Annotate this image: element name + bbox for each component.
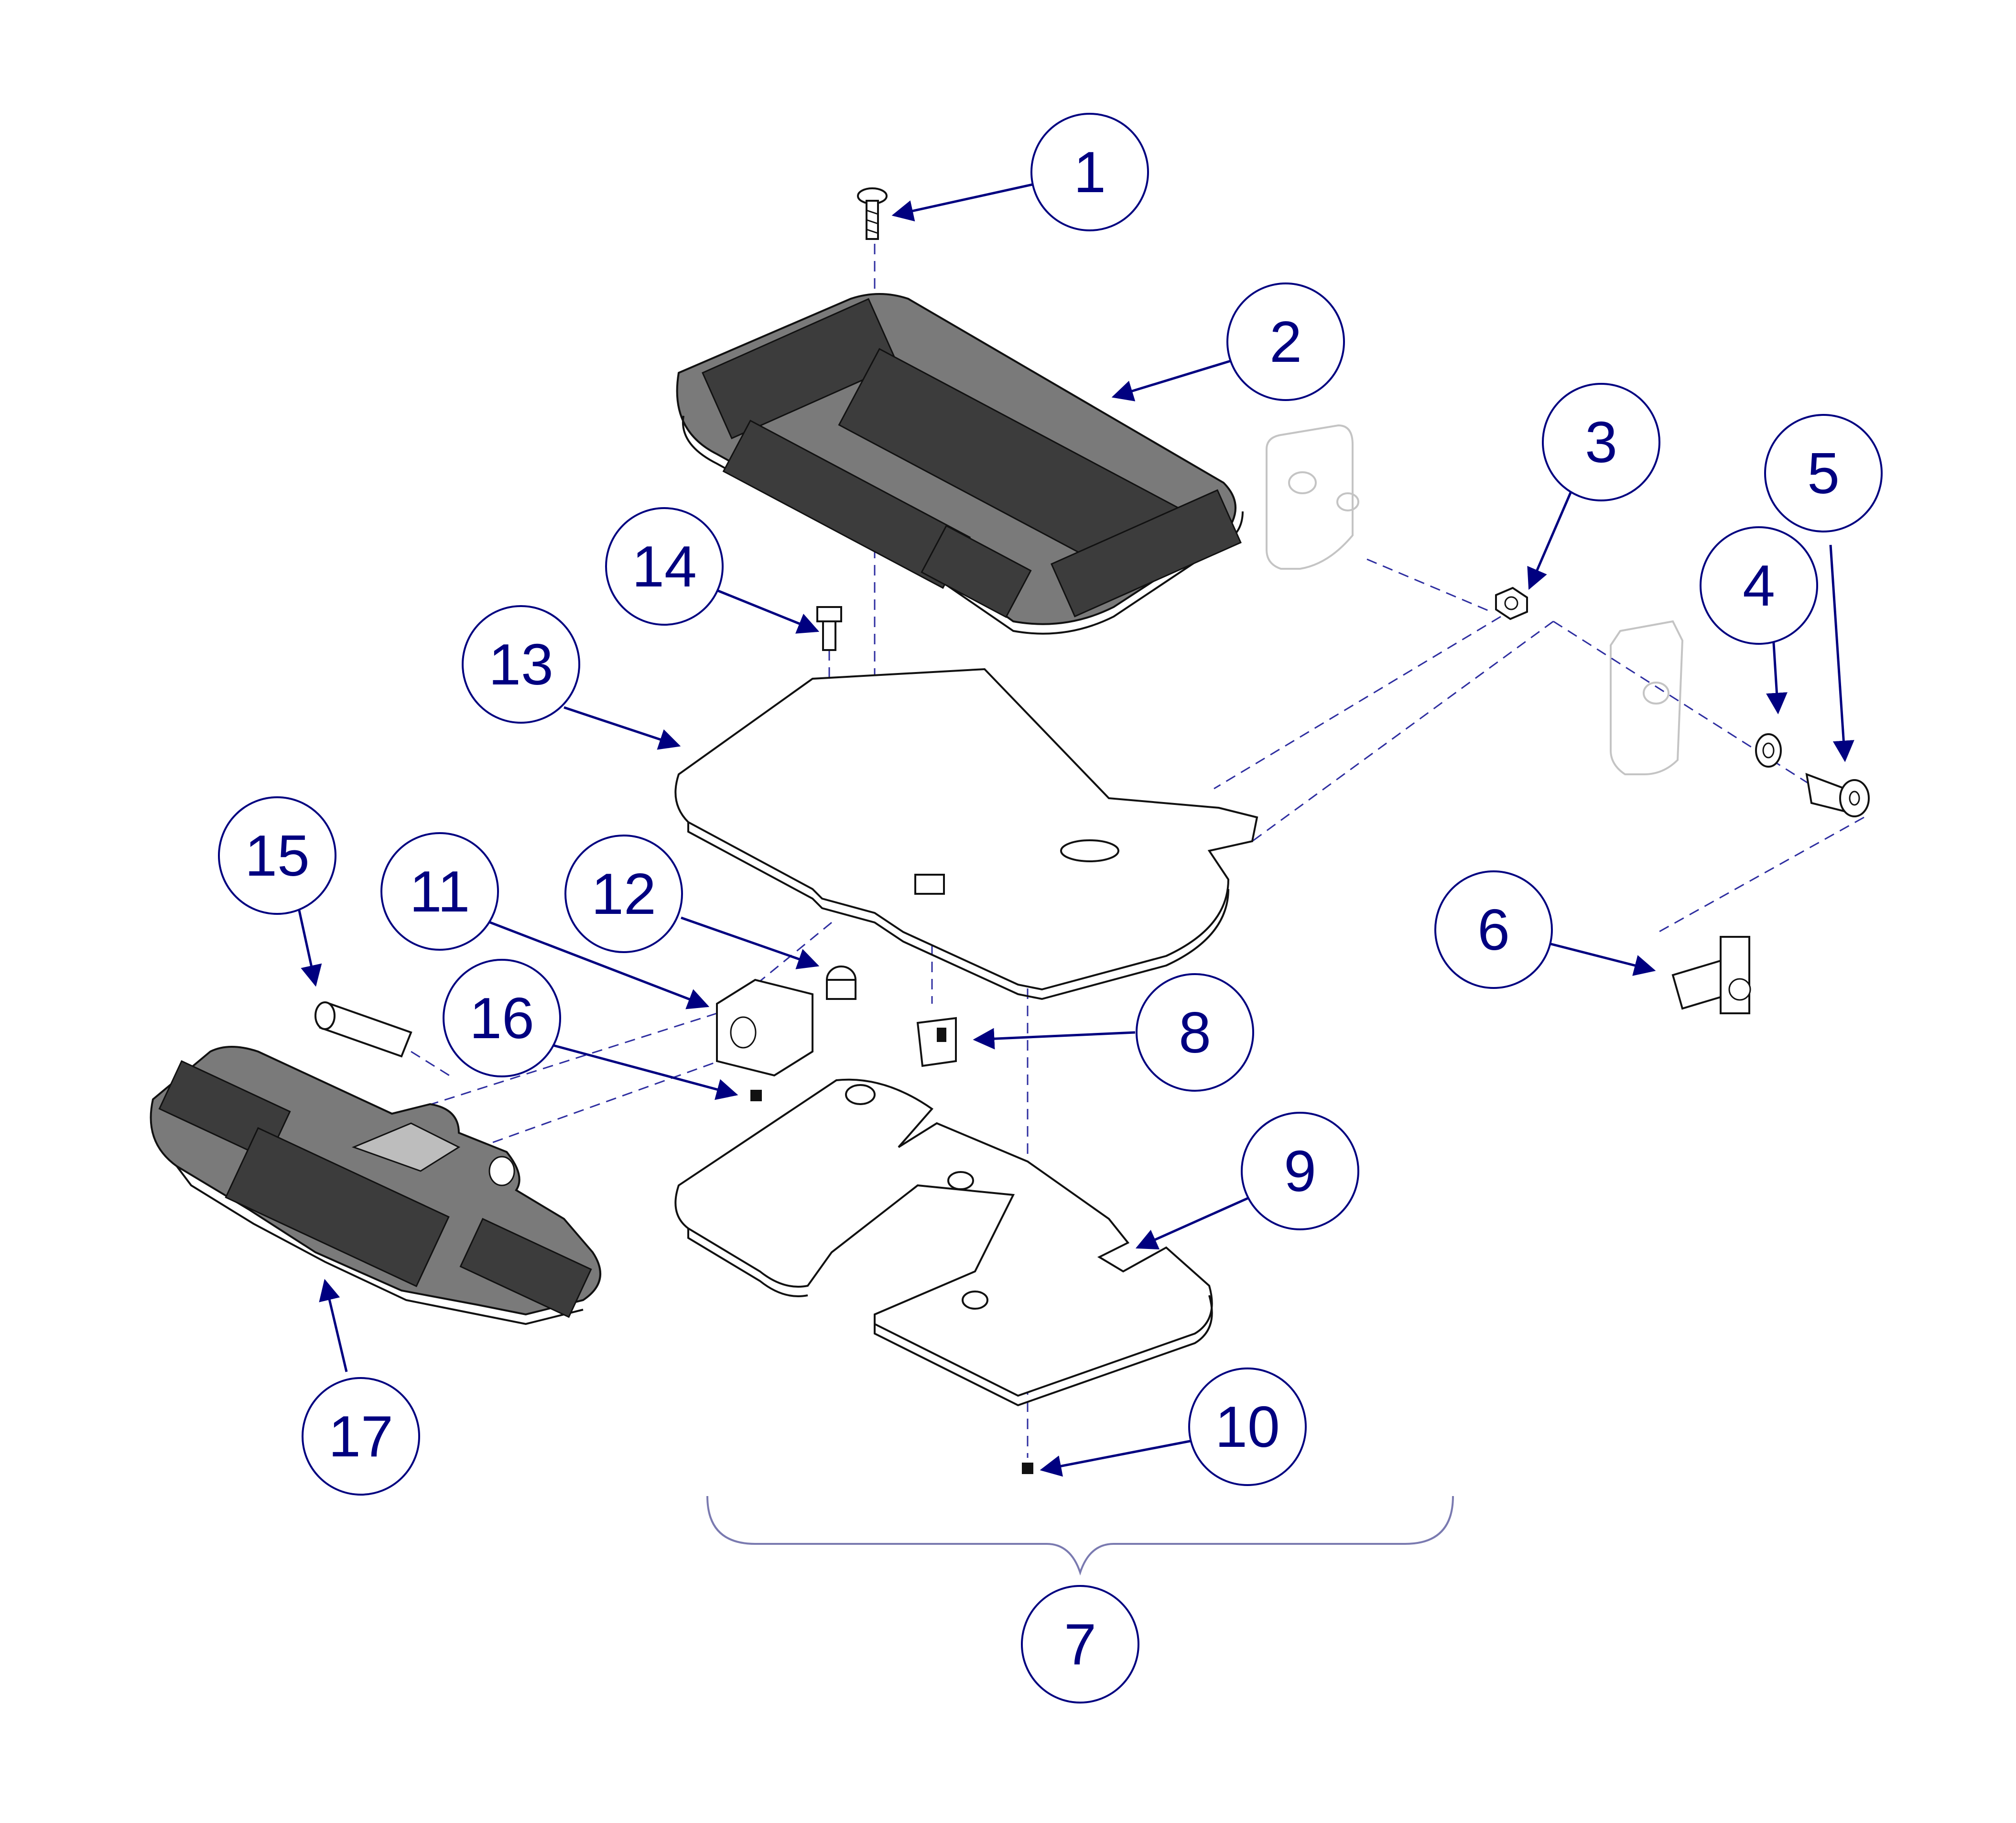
callout-10: 10 (1188, 1367, 1307, 1486)
callout-2: 2 (1226, 282, 1345, 401)
callout-5: 5 (1764, 414, 1883, 532)
callout-4: 4 (1700, 526, 1818, 645)
callout-3: 3 (1542, 383, 1660, 501)
callout-1: 1 (1030, 113, 1149, 231)
part-12-bushing (826, 966, 856, 1000)
callout-12: 12 (564, 835, 683, 953)
callout-1-label: 1 (1073, 140, 1106, 205)
part-9-bottom-tray (674, 1078, 1213, 1407)
leader-lines (297, 183, 1854, 1477)
callout-16-label: 16 (469, 986, 534, 1051)
assembly-group-brace (706, 1496, 1454, 1576)
part-3-nut (1495, 586, 1528, 620)
callout-15: 15 (218, 796, 336, 915)
part-2-top-cover (676, 293, 1244, 635)
part-6-switch-bracket (1671, 936, 1751, 1014)
callout-16: 16 (443, 959, 561, 1077)
callout-13: 13 (462, 605, 580, 724)
part-15-pin (314, 1001, 412, 1058)
callout-14-label: 14 (632, 534, 697, 599)
callout-9: 9 (1241, 1112, 1359, 1230)
callout-2-label: 2 (1269, 309, 1302, 374)
callout-8-label: 8 (1179, 1000, 1211, 1065)
callout-6: 6 (1434, 870, 1553, 989)
callout-14: 14 (605, 507, 724, 626)
ghost-mount-bracket (1266, 424, 1684, 775)
callout-8: 8 (1136, 973, 1254, 1092)
callout-17: 17 (302, 1377, 420, 1496)
callout-11: 11 (380, 832, 499, 951)
callout-15-label: 15 (245, 823, 310, 888)
part-11-mount-block (716, 978, 813, 1077)
callout-9-label: 9 (1284, 1139, 1316, 1204)
part-1-screw (857, 187, 888, 240)
callout-6-label: 6 (1477, 897, 1510, 962)
callout-5-label: 5 (1807, 441, 1840, 506)
callout-4-label: 4 (1743, 553, 1775, 618)
part-10-screw (1022, 1463, 1033, 1474)
callout-12-label: 12 (591, 861, 656, 926)
part-16-set-screw (750, 1090, 762, 1101)
part-14-screw (816, 606, 842, 651)
callout-13-label: 13 (488, 632, 553, 697)
callout-10-label: 10 (1215, 1394, 1280, 1459)
part-5-shoulder-bolt (1805, 772, 1870, 817)
callout-17-label: 17 (328, 1404, 393, 1469)
part-4-washer (1755, 733, 1782, 768)
part-17-foot-pedal (150, 1046, 601, 1325)
callout-7-label: 7 (1064, 1612, 1096, 1677)
callout-11-label: 11 (410, 859, 470, 924)
part-13-base-plate (674, 668, 1258, 1000)
callout-3-label: 3 (1585, 410, 1617, 475)
part-8-switch (916, 1017, 957, 1067)
callout-7: 7 (1021, 1585, 1139, 1704)
